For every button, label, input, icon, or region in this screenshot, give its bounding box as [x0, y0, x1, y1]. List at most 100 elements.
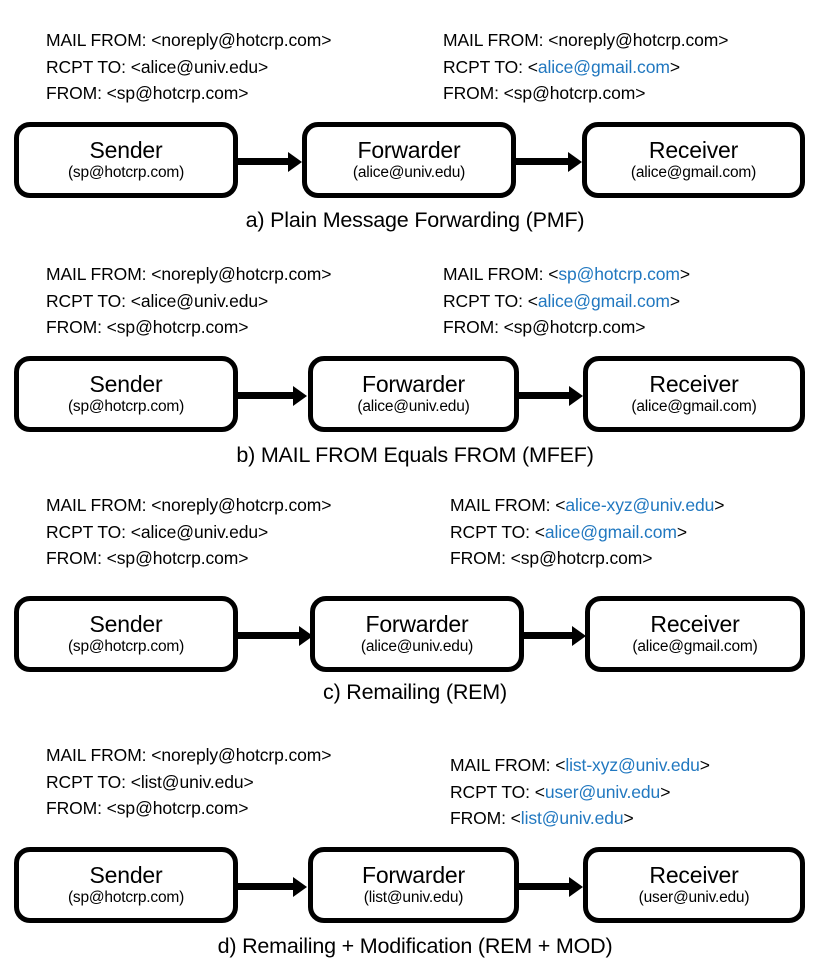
angle-bracket-open: <: [527, 290, 538, 311]
node-sender[interactable]: Sender (sp@hotcrp.com): [14, 596, 238, 672]
angle-bracket-open: <: [130, 771, 141, 792]
node-sender[interactable]: Sender (sp@hotcrp.com): [14, 122, 238, 198]
header-field-label: MAIL FROM:: [450, 755, 556, 775]
angle-bracket-close: >: [714, 495, 725, 515]
outbound-headers: MAIL FROM: <sp@hotcrp.com>RCPT TO: <alic…: [443, 261, 690, 341]
header-line: FROM: <sp@hotcrp.com>: [450, 545, 724, 572]
angle-bracket-open: <: [106, 317, 117, 337]
arrow-forwarder-to-receiver: [516, 158, 569, 165]
angle-bracket-close: >: [718, 30, 729, 50]
header-field-label: FROM:: [450, 548, 511, 568]
header-field-label: FROM:: [443, 317, 504, 337]
outbound-headers: MAIL FROM: <noreply@hotcrp.com>RCPT TO: …: [443, 27, 728, 107]
header-field-label: MAIL FROM:: [46, 495, 152, 515]
node-title: Sender: [89, 611, 163, 637]
angle-bracket-open: <: [130, 521, 141, 542]
angle-bracket-close: >: [238, 83, 249, 103]
panel-pmf: MAIL FROM: <noreply@hotcrp.com>RCPT TO: …: [0, 0, 830, 243]
angle-bracket-close: >: [699, 755, 710, 775]
angle-bracket-close: >: [238, 548, 249, 568]
node-sender[interactable]: Sender (sp@hotcrp.com): [14, 356, 238, 432]
angle-bracket-close: >: [321, 30, 332, 50]
header-line: RCPT TO: <alice@univ.edu>: [46, 288, 331, 315]
node-address: (user@univ.edu): [638, 889, 750, 906]
header-field-label: FROM:: [46, 798, 107, 818]
angle-bracket-open: <: [510, 548, 521, 568]
angle-bracket-close: >: [238, 798, 249, 818]
angle-bracket-close: >: [238, 317, 249, 337]
angle-bracket-open: <: [527, 56, 538, 77]
header-field-label: FROM:: [46, 548, 107, 568]
node-title: Sender: [89, 371, 163, 397]
header-field-value: sp@hotcrp.com: [558, 264, 680, 284]
header-field-value: user@univ.edu: [544, 781, 661, 802]
angle-bracket-close: >: [623, 808, 634, 828]
header-field-value: noreply@hotcrp.com: [161, 745, 322, 765]
arrow-sender-to-forwarder: [238, 883, 294, 890]
header-field-label: MAIL FROM:: [450, 495, 556, 515]
header-field-value: alice@gmail.com: [537, 56, 670, 77]
outbound-headers: MAIL FROM: <alice-xyz@univ.edu>RCPT TO: …: [450, 492, 724, 572]
header-line: FROM: <sp@hotcrp.com>: [443, 80, 728, 107]
node-title: Receiver: [650, 611, 740, 637]
node-title: Receiver: [649, 371, 739, 397]
header-field-label: RCPT TO:: [46, 56, 131, 77]
header-field-label: RCPT TO:: [450, 521, 535, 542]
angle-bracket-close: >: [258, 290, 269, 311]
header-line: RCPT TO: <alice@univ.edu>: [46, 519, 331, 546]
header-field-label: MAIL FROM:: [46, 264, 152, 284]
angle-bracket-open: <: [151, 495, 162, 515]
node-forwarder[interactable]: Forwarder (alice@univ.edu): [310, 596, 524, 672]
header-field-label: RCPT TO:: [443, 56, 528, 77]
angle-bracket-close: >: [243, 771, 254, 792]
inbound-headers: MAIL FROM: <noreply@hotcrp.com>RCPT TO: …: [46, 27, 331, 107]
node-address: (alice@gmail.com): [632, 638, 758, 655]
angle-bracket-open: <: [503, 317, 514, 337]
header-field-value: alice@gmail.com: [537, 290, 670, 311]
node-title: Sender: [89, 137, 163, 163]
node-title: Forwarder: [361, 862, 465, 888]
flow-diagram: Sender (sp@hotcrp.com) Forwarder (alice@…: [0, 122, 830, 202]
node-address: (list@univ.edu): [363, 889, 464, 906]
header-field-value: sp@hotcrp.com: [116, 83, 239, 103]
node-sender[interactable]: Sender (sp@hotcrp.com): [14, 847, 238, 923]
node-address: (alice@univ.edu): [357, 398, 470, 415]
node-address: (alice@gmail.com): [630, 164, 757, 181]
node-receiver[interactable]: Receiver (alice@gmail.com): [583, 356, 805, 432]
node-receiver[interactable]: Receiver (user@univ.edu): [583, 847, 805, 923]
node-receiver[interactable]: Receiver (alice@gmail.com): [582, 122, 805, 198]
header-line: RCPT TO: <alice@gmail.com>: [443, 288, 690, 315]
header-field-label: RCPT TO:: [46, 521, 131, 542]
flow-diagram: Sender (sp@hotcrp.com) Forwarder (list@u…: [0, 847, 830, 927]
node-forwarder[interactable]: Forwarder (alice@univ.edu): [302, 122, 516, 198]
header-field-value: noreply@hotcrp.com: [161, 495, 322, 515]
node-forwarder[interactable]: Forwarder (list@univ.edu): [308, 847, 519, 923]
header-field-label: MAIL FROM:: [46, 30, 152, 50]
header-field-label: FROM:: [46, 83, 107, 103]
header-field-value: alice@gmail.com: [544, 521, 677, 542]
angle-bracket-open: <: [510, 808, 521, 828]
header-line: RCPT TO: <alice@gmail.com>: [443, 54, 728, 81]
angle-bracket-open: <: [130, 56, 141, 77]
node-forwarder[interactable]: Forwarder (alice@univ.edu): [308, 356, 519, 432]
angle-bracket-open: <: [106, 798, 117, 818]
header-field-value: noreply@hotcrp.com: [161, 30, 322, 50]
angle-bracket-close: >: [321, 264, 332, 284]
node-title: Receiver: [648, 137, 739, 163]
node-receiver[interactable]: Receiver (alice@gmail.com): [585, 596, 805, 672]
angle-bracket-open: <: [151, 745, 162, 765]
header-field-label: FROM:: [443, 83, 504, 103]
header-line: MAIL FROM: <alice-xyz@univ.edu>: [450, 492, 724, 519]
header-line: FROM: <sp@hotcrp.com>: [46, 545, 331, 572]
node-address: (alice@univ.edu): [360, 638, 474, 655]
header-field-value: sp@hotcrp.com: [513, 83, 636, 103]
angle-bracket-open: <: [151, 30, 162, 50]
panel-caption: a) Plain Message Forwarding (PMF): [245, 208, 585, 232]
node-address: (sp@hotcrp.com): [67, 889, 185, 906]
header-field-label: RCPT TO:: [46, 771, 131, 792]
header-field-value: list@univ.edu: [520, 808, 624, 828]
angle-bracket-close: >: [676, 521, 687, 542]
header-field-value: list@univ.edu: [140, 771, 244, 792]
angle-bracket-close: >: [669, 290, 680, 311]
angle-bracket-close: >: [321, 745, 332, 765]
